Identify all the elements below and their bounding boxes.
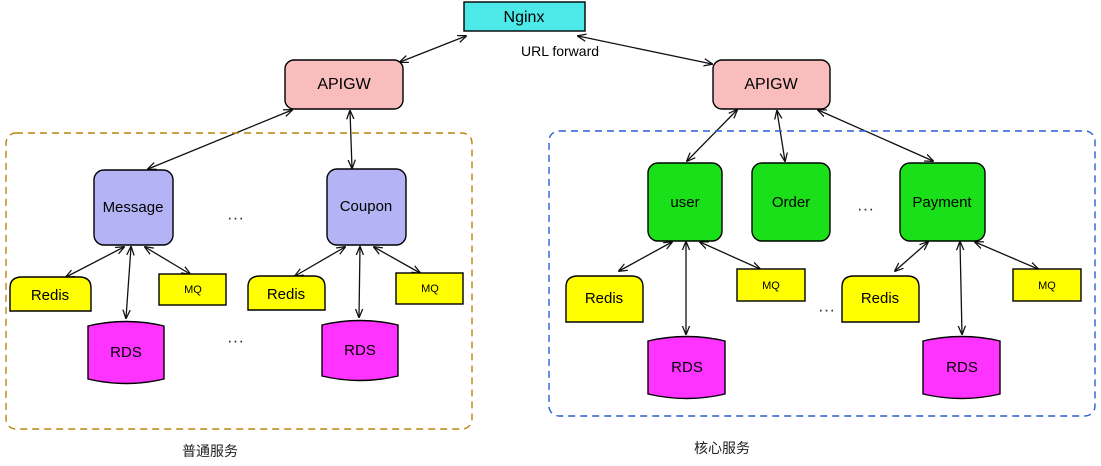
edge-payment-redis	[895, 242, 928, 271]
group-caption-core-services: 核心服务	[694, 441, 750, 457]
node-service-payment[interactable]	[899, 162, 986, 242]
node-mq-payment[interactable]	[1012, 268, 1082, 302]
node-mq-message[interactable]	[158, 273, 227, 306]
node-mq-coupon-label: MQ	[421, 283, 439, 295]
node-service-user[interactable]	[647, 162, 723, 242]
edge-coupon-redis	[295, 247, 345, 276]
edge-user-mq	[700, 242, 760, 269]
edge-user-redis	[619, 242, 672, 271]
node-redis-message-label: Redis	[31, 287, 69, 304]
group-box-core-services	[548, 130, 1096, 417]
edge-message-mq	[145, 247, 190, 274]
node-redis-payment-label: Redis	[861, 290, 899, 307]
edge-nginx-apigw-right	[578, 36, 712, 64]
node-rds-payment-label: RDS	[946, 359, 978, 376]
edge-coupon-rds	[359, 247, 360, 317]
node-nginx[interactable]	[463, 1, 586, 32]
node-mq-coupon[interactable]	[395, 272, 464, 305]
node-mq-user-label: MQ	[762, 280, 780, 292]
node-rds-user-label: RDS	[671, 359, 703, 376]
edge-coupon-mq	[374, 247, 420, 273]
node-rds-payment[interactable]	[922, 335, 1001, 400]
edge-message-rds	[126, 247, 131, 318]
edge-apigw-right-user	[687, 110, 737, 161]
edge-apigw-right-order	[777, 111, 785, 161]
node-rds-coupon-label: RDS	[344, 342, 376, 359]
ellipsis-ordinary-services: ...	[227, 204, 244, 223]
node-mq-payment-label: MQ	[1038, 280, 1056, 292]
node-apigw-core[interactable]	[712, 59, 831, 110]
node-redis-user[interactable]	[565, 275, 644, 323]
node-mq-user[interactable]	[736, 268, 806, 302]
node-service-message[interactable]	[93, 169, 174, 246]
edge-apigw-left-coupon	[350, 111, 352, 168]
group-caption-ordinary-services: 普通服务	[182, 444, 238, 460]
edge-label-url-forward: URL forward	[521, 43, 599, 59]
node-service-coupon-label: Coupon	[340, 198, 393, 215]
edge-payment-rds	[960, 242, 962, 334]
node-redis-payment[interactable]	[841, 275, 920, 323]
node-apigw-ordinary[interactable]	[284, 59, 404, 110]
node-service-user-label: user	[670, 194, 699, 211]
node-service-payment-label: Payment	[912, 194, 972, 211]
node-mq-message-label: MQ	[184, 284, 202, 296]
node-redis-user-label: Redis	[585, 290, 623, 307]
edge-payment-mq	[975, 242, 1038, 269]
node-rds-user[interactable]	[647, 335, 726, 400]
edge-message-redis	[66, 247, 124, 277]
node-service-message-label: Message	[103, 199, 164, 216]
node-nginx-label: Nginx	[504, 9, 545, 26]
edge-apigw-left-message	[148, 110, 292, 169]
node-service-order-label: Order	[772, 194, 810, 211]
node-rds-coupon[interactable]	[321, 319, 399, 382]
node-rds-message-label: RDS	[110, 344, 142, 361]
ellipsis-core-services: ...	[857, 195, 874, 214]
edge-apigw-right-payment	[818, 110, 933, 161]
node-apigw-core-label: APIGW	[744, 76, 798, 93]
node-apigw-ordinary-label: APIGW	[317, 76, 371, 93]
ellipsis-ordinary-infra: ...	[227, 327, 244, 346]
edge-nginx-apigw-left	[400, 36, 466, 62]
node-redis-coupon-label: Redis	[267, 286, 305, 303]
node-service-order[interactable]	[751, 162, 831, 242]
node-rds-message[interactable]	[87, 320, 165, 385]
node-service-coupon[interactable]	[326, 168, 407, 246]
ellipsis-core-infra: ...	[818, 296, 835, 315]
